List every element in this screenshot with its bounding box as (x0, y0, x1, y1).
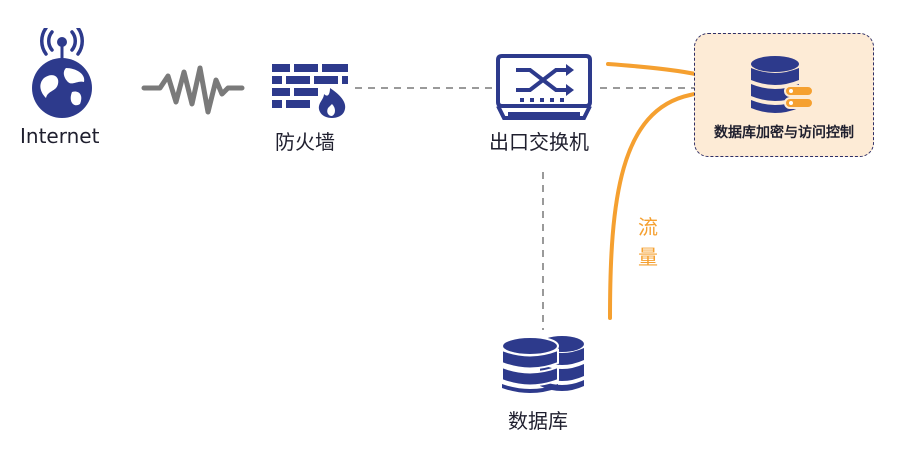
database-label: 数据库 (508, 409, 568, 433)
firewall-node (272, 64, 352, 120)
signal-wave (141, 65, 245, 115)
internet-node (22, 28, 112, 118)
firewall-icon (272, 64, 348, 118)
security-label: 数据库加密与访问控制 (714, 125, 854, 141)
firewall-label: 防火墙 (275, 130, 335, 154)
switch-label: 出口交换机 (489, 130, 589, 154)
flow-label: 流量 (638, 215, 658, 269)
internet-label: Internet (20, 124, 100, 148)
globe-antenna-icon (32, 28, 92, 118)
switch-icon (496, 54, 592, 120)
database-stack-icon (501, 336, 584, 393)
database-node (500, 334, 590, 398)
encrypted-database-icon (751, 56, 814, 113)
flow-curve (606, 62, 719, 320)
switch-node (494, 52, 594, 124)
security-box: 数据库加密与访问控制 (694, 33, 874, 157)
